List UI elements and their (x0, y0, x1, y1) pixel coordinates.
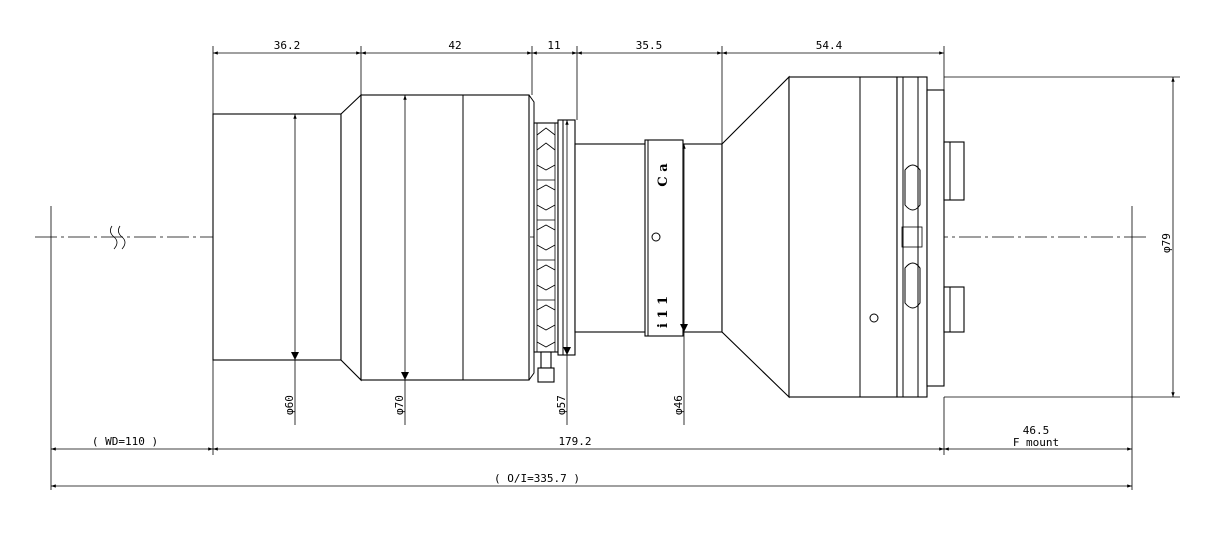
dim-wd: ( WD=110 ) (92, 435, 158, 448)
dim-length: 179.2 (558, 435, 591, 448)
break-symbol (110, 225, 126, 250)
dim-mount: F mount (1013, 436, 1059, 449)
rear-dot (869, 313, 879, 323)
bottom-dimension-lines (50, 206, 1133, 490)
rear-taper (721, 75, 790, 399)
barrel-dot (651, 232, 661, 242)
dim-phi70: φ70 (393, 395, 406, 415)
barrel-mark-bottom: i 1 1 (656, 296, 671, 328)
diameter-lines (293, 76, 1180, 425)
bayonet-tab-top (943, 141, 965, 201)
front-barrel (212, 113, 342, 361)
bayonet-tab-bottom (943, 286, 965, 333)
main-barrel (360, 94, 530, 381)
lens-body (212, 75, 965, 399)
dim-flange: 46.5 (1023, 424, 1050, 437)
dim-top-5: 54.4 (816, 39, 843, 52)
dim-top-1: 36.2 (274, 39, 301, 52)
dim-phi79: φ79 (1160, 233, 1173, 253)
front-taper (340, 93, 362, 382)
top-dimension-lines (212, 46, 945, 144)
dim-top-4: 35.5 (636, 39, 663, 52)
dim-phi57: φ57 (555, 395, 568, 415)
rear-body (788, 76, 898, 398)
barrel-mark-top: C a (656, 163, 671, 187)
dim-phi60: φ60 (283, 395, 296, 415)
dim-phi46: φ46 (672, 395, 685, 415)
knurled-ring (533, 122, 559, 353)
dim-top-2: 42 (448, 39, 461, 52)
mount-latch (904, 164, 921, 211)
dim-top-3: 11 (547, 39, 560, 52)
locking-screw (540, 351, 552, 369)
flange-ring (557, 119, 576, 356)
dim-oi: ( O/I=335.7 ) (494, 472, 580, 485)
